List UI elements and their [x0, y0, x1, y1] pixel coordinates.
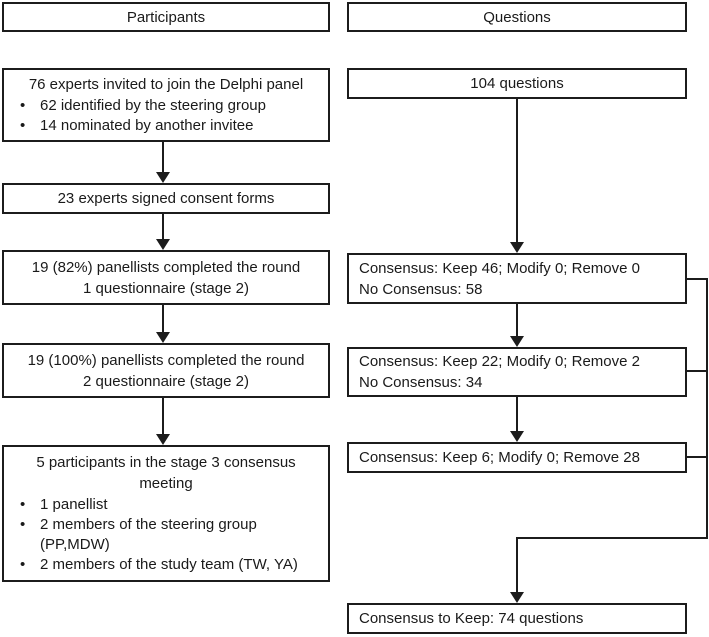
- questions-count-box: 104 questions: [347, 68, 687, 99]
- arrow-line-questions-to-round1: [516, 99, 518, 245]
- connector-stub-round2: [685, 370, 708, 372]
- final-consensus-text: Consensus to Keep: 74 questions: [359, 610, 584, 627]
- bullet-item: 14 nominated by another invitee: [4, 116, 328, 136]
- stage3-meeting-title: 5 participants in the stage 3 consensus …: [36, 454, 296, 492]
- arrow-line-to-final-consensus: [516, 537, 518, 593]
- bullet-item: 2 members of the study team (TW, YA): [4, 555, 328, 575]
- arrowhead-round2-to-stage3: [156, 434, 170, 445]
- bullet-item: 2 members of the steering group (PP,MDW): [4, 515, 328, 555]
- connector-bottom-horizontal: [516, 537, 708, 539]
- invited-experts-bullets: 62 identified by the steering group 14 n…: [4, 96, 328, 136]
- arrowhead-consent-to-round1: [156, 239, 170, 250]
- arrowhead-round2-to-round3-questions: [510, 431, 524, 442]
- arrow-line-invited-to-consent: [162, 142, 164, 173]
- consent-forms-title: 23 experts signed consent forms: [57, 190, 275, 207]
- connector-stub-round3: [685, 456, 708, 458]
- arrow-line-consent-to-round1: [162, 214, 164, 240]
- arrow-line-round2-to-stage3: [162, 398, 164, 435]
- arrowhead-questions-to-round1: [510, 242, 524, 253]
- round3-consensus-box: Consensus: Keep 6; Modify 0; Remove 28: [347, 442, 687, 473]
- arrow-line-round1-to-round2: [162, 305, 164, 333]
- participants-header-label: Participants: [126, 8, 206, 26]
- round2-consensus-text: Consensus: Keep 22; Modify 0; Remove 2 N…: [359, 353, 640, 391]
- round1-consensus-text: Consensus: Keep 46; Modify 0; Remove 0 N…: [359, 259, 640, 298]
- round1-completion-title: 19 (82%) panellists completed the round …: [31, 258, 301, 297]
- invited-experts-box: 76 experts invited to join the Delphi pa…: [2, 68, 330, 142]
- stage3-meeting-bullets: 1 panellist 2 members of the steering gr…: [4, 495, 328, 575]
- questions-header-label: Questions: [483, 8, 551, 26]
- round3-consensus-text: Consensus: Keep 6; Modify 0; Remove 28: [359, 449, 640, 466]
- connector-stub-round1: [685, 278, 708, 280]
- arrowhead-invited-to-consent: [156, 172, 170, 183]
- final-consensus-box: Consensus to Keep: 74 questions: [347, 603, 687, 634]
- arrowhead-round1-to-round2-questions: [510, 336, 524, 347]
- round2-consensus-box: Consensus: Keep 22; Modify 0; Remove 2 N…: [347, 347, 687, 397]
- round1-consensus-box: Consensus: Keep 46; Modify 0; Remove 0 N…: [347, 253, 687, 304]
- participants-header-box: Participants: [2, 2, 330, 32]
- consent-forms-box: 23 experts signed consent forms: [2, 183, 330, 214]
- arrowhead-to-final-consensus: [510, 592, 524, 603]
- arrowhead-round1-to-round2: [156, 332, 170, 343]
- arrow-line-round2-to-round3-questions: [516, 397, 518, 432]
- bullet-item: 1 panellist: [4, 495, 328, 515]
- arrow-line-round1-to-round2-questions: [516, 304, 518, 338]
- connector-right-vertical: [706, 278, 708, 539]
- stage3-meeting-box: 5 participants in the stage 3 consensus …: [2, 445, 330, 582]
- questions-count-title: 104 questions: [470, 75, 564, 92]
- round2-completion-title: 19 (100%) panellists completed the round…: [27, 351, 305, 390]
- round1-completion-box: 19 (82%) panellists completed the round …: [2, 250, 330, 305]
- invited-experts-title: 76 experts invited to join the Delphi pa…: [28, 75, 304, 93]
- round2-completion-box: 19 (100%) panellists completed the round…: [2, 343, 330, 398]
- questions-header-box: Questions: [347, 2, 687, 32]
- bullet-item: 62 identified by the steering group: [4, 96, 328, 116]
